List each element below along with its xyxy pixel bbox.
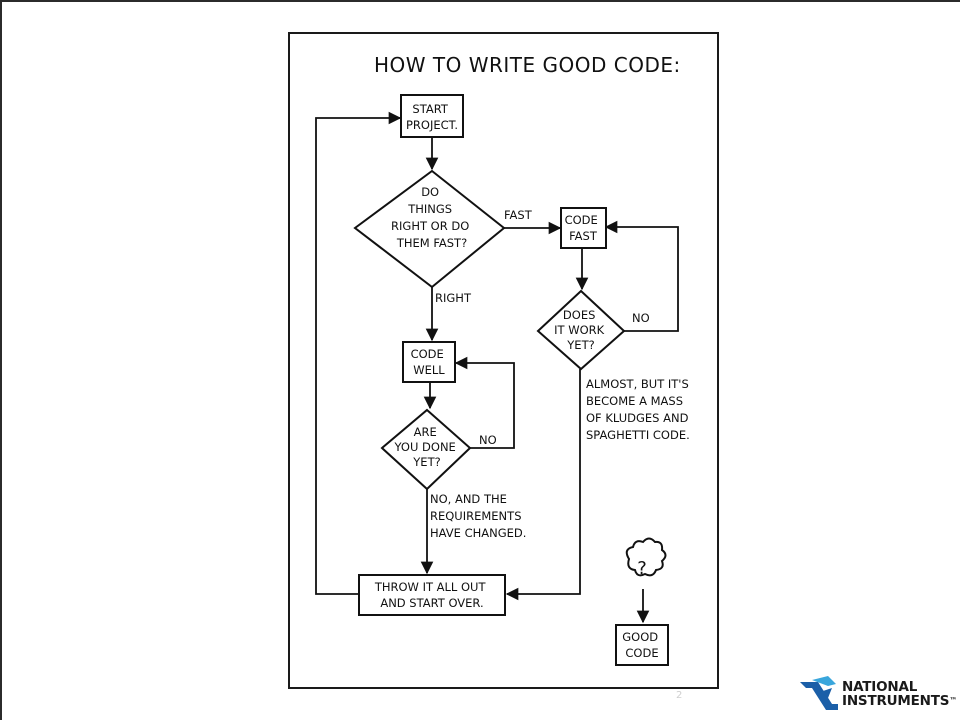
page-number: 2 bbox=[676, 690, 683, 701]
ni-logo-text: NATIONAL INSTRUMENTS™ bbox=[842, 680, 957, 708]
node-are-you-done-label: ARE YOU DONE YET? bbox=[394, 425, 460, 469]
edge-label-almost: ALMOST, BUT IT'S BECOME A MASS OF KLUDGE… bbox=[586, 377, 692, 442]
logo-line-instruments: INSTRUMENTS™ bbox=[842, 693, 958, 709]
node-are-you-done-decision bbox=[380, 408, 472, 491]
edge-throwout-to-start bbox=[315, 111, 402, 595]
edge-done-no-loop bbox=[454, 356, 515, 449]
comic-title: HOW TO WRITE GOOD CODE: bbox=[374, 53, 681, 77]
node-start-project-label: START PROJECT. bbox=[406, 102, 458, 132]
edge-label-fast: FAST bbox=[504, 208, 533, 222]
slide-top-border bbox=[0, 0, 960, 2]
node-does-it-work-decision bbox=[536, 289, 626, 371]
node-does-it-work-label: DOES IT WORK YET? bbox=[554, 308, 608, 352]
node-right-or-fast-label: DO THINGS RIGHT OR DO THEM FAST? bbox=[391, 185, 473, 250]
node-start-project bbox=[400, 94, 464, 138]
edge-almost-to-throwout bbox=[505, 369, 581, 601]
national-instruments-logo: NATIONAL INSTRUMENTS™ bbox=[798, 674, 957, 714]
node-good-code bbox=[615, 624, 669, 666]
comic-panel: HOW TO WRITE GOOD CODE: bbox=[288, 32, 719, 689]
slide-left-border bbox=[0, 0, 2, 720]
node-code-well bbox=[402, 341, 456, 383]
node-throw-it-all-out-label: THROW IT ALL OUT AND START OVER. bbox=[374, 580, 489, 610]
edge-label-requirements: NO, AND THE REQUIREMENTS HAVE CHANGED. bbox=[430, 492, 526, 540]
ni-eagle-icon bbox=[800, 676, 838, 710]
node-throw-it-all-out bbox=[358, 574, 506, 616]
node-code-fast bbox=[560, 207, 607, 249]
flowchart: HOW TO WRITE GOOD CODE: bbox=[315, 53, 692, 666]
edge-label-right: RIGHT bbox=[435, 291, 472, 305]
node-question-label: ? bbox=[637, 558, 647, 579]
edge-label-no-works: NO bbox=[632, 311, 650, 325]
node-code-well-label: CODE WELL bbox=[411, 347, 448, 377]
node-question-cloud bbox=[625, 537, 667, 577]
logo-line-national: NATIONAL bbox=[842, 679, 918, 695]
node-right-or-fast-decision bbox=[353, 169, 506, 289]
edge-works-no-loop bbox=[604, 220, 679, 332]
node-good-code-label: GOOD CODE bbox=[622, 630, 662, 660]
edge-label-no-done: NO bbox=[479, 433, 497, 447]
node-code-fast-label: CODE FAST bbox=[565, 213, 602, 243]
